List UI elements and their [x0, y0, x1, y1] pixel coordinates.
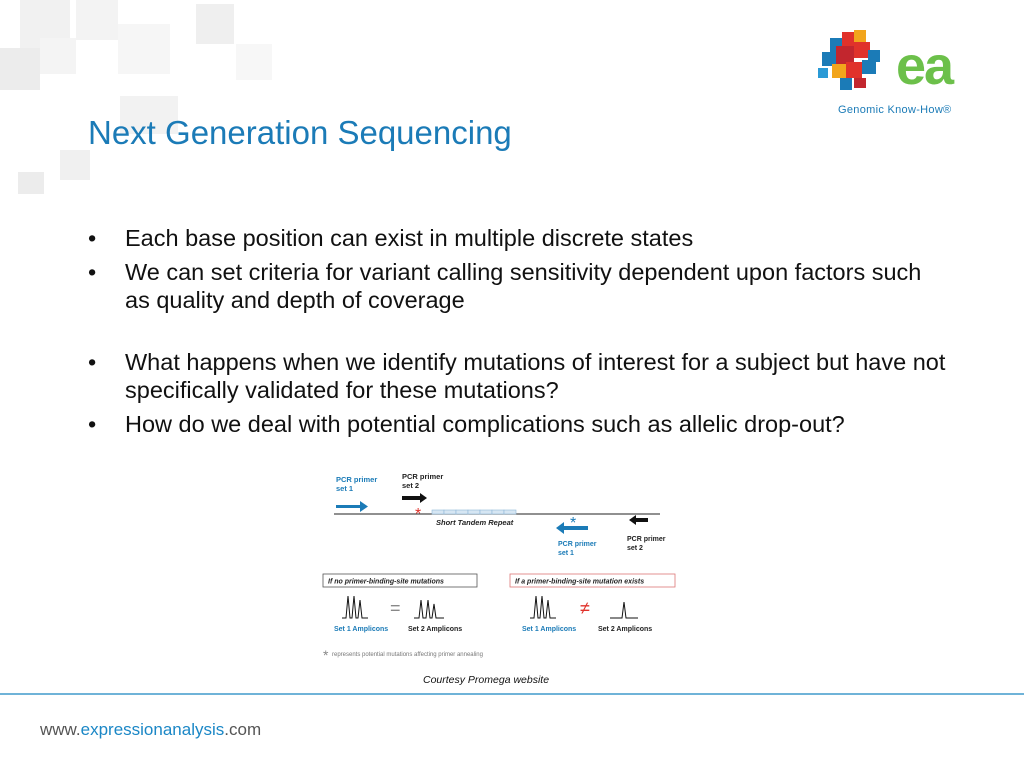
logo-letters: ea [896, 36, 955, 96]
set2-amplicons-right-label: Set 2 Amplicons [598, 626, 652, 633]
set2-amplicons-left-label: Set 2 Amplicons [408, 626, 462, 633]
not-equal-sign: ≠ [580, 598, 590, 618]
bullet-item: • Each base position can exist in multipl… [88, 224, 948, 252]
footer-url[interactable]: www.expressionanalysis.com [40, 720, 261, 740]
set2-peaks-left [414, 599, 444, 619]
primer-set2-top-label: PCR primer [402, 472, 443, 481]
set1-peaks-right [530, 595, 556, 619]
str-label: Short Tandem Repeat [436, 518, 514, 527]
mutation-box-label: If a primer-binding-site mutation exists [515, 579, 644, 586]
bullet-marker: • [88, 225, 97, 251]
logo-tagline: Genomic Know-How® [838, 104, 952, 116]
company-logo: ea [818, 30, 957, 96]
set1-amplicons-left-label: Set 1 Amplicons [334, 626, 388, 633]
no-mutation-box-label: If no primer-binding-site mutations [328, 579, 444, 586]
url-main: expressionanalysis [80, 720, 225, 739]
primer-set1-reverse-arrow [556, 522, 588, 534]
logo-mosaic-icon [818, 30, 880, 90]
bullet-text: We can set criteria for variant calling … [125, 259, 922, 313]
primer-set1-bottom-label-line2: set 1 [558, 550, 574, 557]
bullet-text: What happens when we identify mutations … [125, 349, 946, 403]
url-prefix: www. [40, 720, 81, 739]
bullet-marker: • [88, 411, 97, 437]
primer-set1-forward-arrow [336, 501, 368, 512]
footnote-text: represents potential mutations affecting… [332, 652, 483, 658]
url-suffix: .com [224, 720, 262, 739]
set1-peaks-left [342, 595, 368, 619]
set1-amplicons-right-label: Set 1 Amplicons [522, 626, 576, 633]
bullet-item: • We can set criteria for variant calling… [88, 258, 948, 314]
bullet-item: • What happens when we identify mutations… [88, 348, 948, 404]
equals-sign: = [390, 598, 401, 618]
primer-set1-bottom-label: PCR primer [558, 541, 597, 548]
primer-set2-top-label-line2: set 2 [402, 481, 419, 490]
slide-title: Next Generation Sequencing [88, 114, 512, 151]
bullet-item: • How do we deal with potential complicat… [88, 410, 948, 438]
footer-divider [0, 693, 1024, 695]
primer-set2-bottom-label: PCR primer [627, 536, 666, 543]
primer-set2-reverse-arrow [629, 515, 648, 525]
bullet-text: How do we deal with potential complicati… [125, 411, 845, 437]
primer-set1-top-label-line2: set 1 [336, 484, 353, 493]
mutation-asterisk-icon: * [570, 515, 576, 532]
primer-set1-top-label: PCR primer [336, 475, 377, 484]
short-tandem-repeat-blocks [431, 509, 517, 515]
mutation-box [509, 573, 676, 588]
no-mutation-box [322, 573, 478, 588]
bullet-text: Each base position can exist in multiple… [125, 225, 694, 251]
bullet-list: • Each base position can exist in multipl… [88, 224, 948, 438]
bullet-marker: • [88, 349, 97, 375]
footnote-asterisk-icon: * [323, 647, 329, 663]
figure-caption: Courtesy Promega website [423, 674, 550, 686]
bullet-marker: • [88, 259, 97, 285]
primer-diagram: PCR primer set 1 PCR primer set 2 * Shor… [322, 472, 676, 663]
set2-peaks-right [610, 601, 638, 619]
primer-set2-forward-arrow [402, 493, 427, 503]
primer-set2-bottom-label-line2: set 2 [627, 545, 643, 552]
